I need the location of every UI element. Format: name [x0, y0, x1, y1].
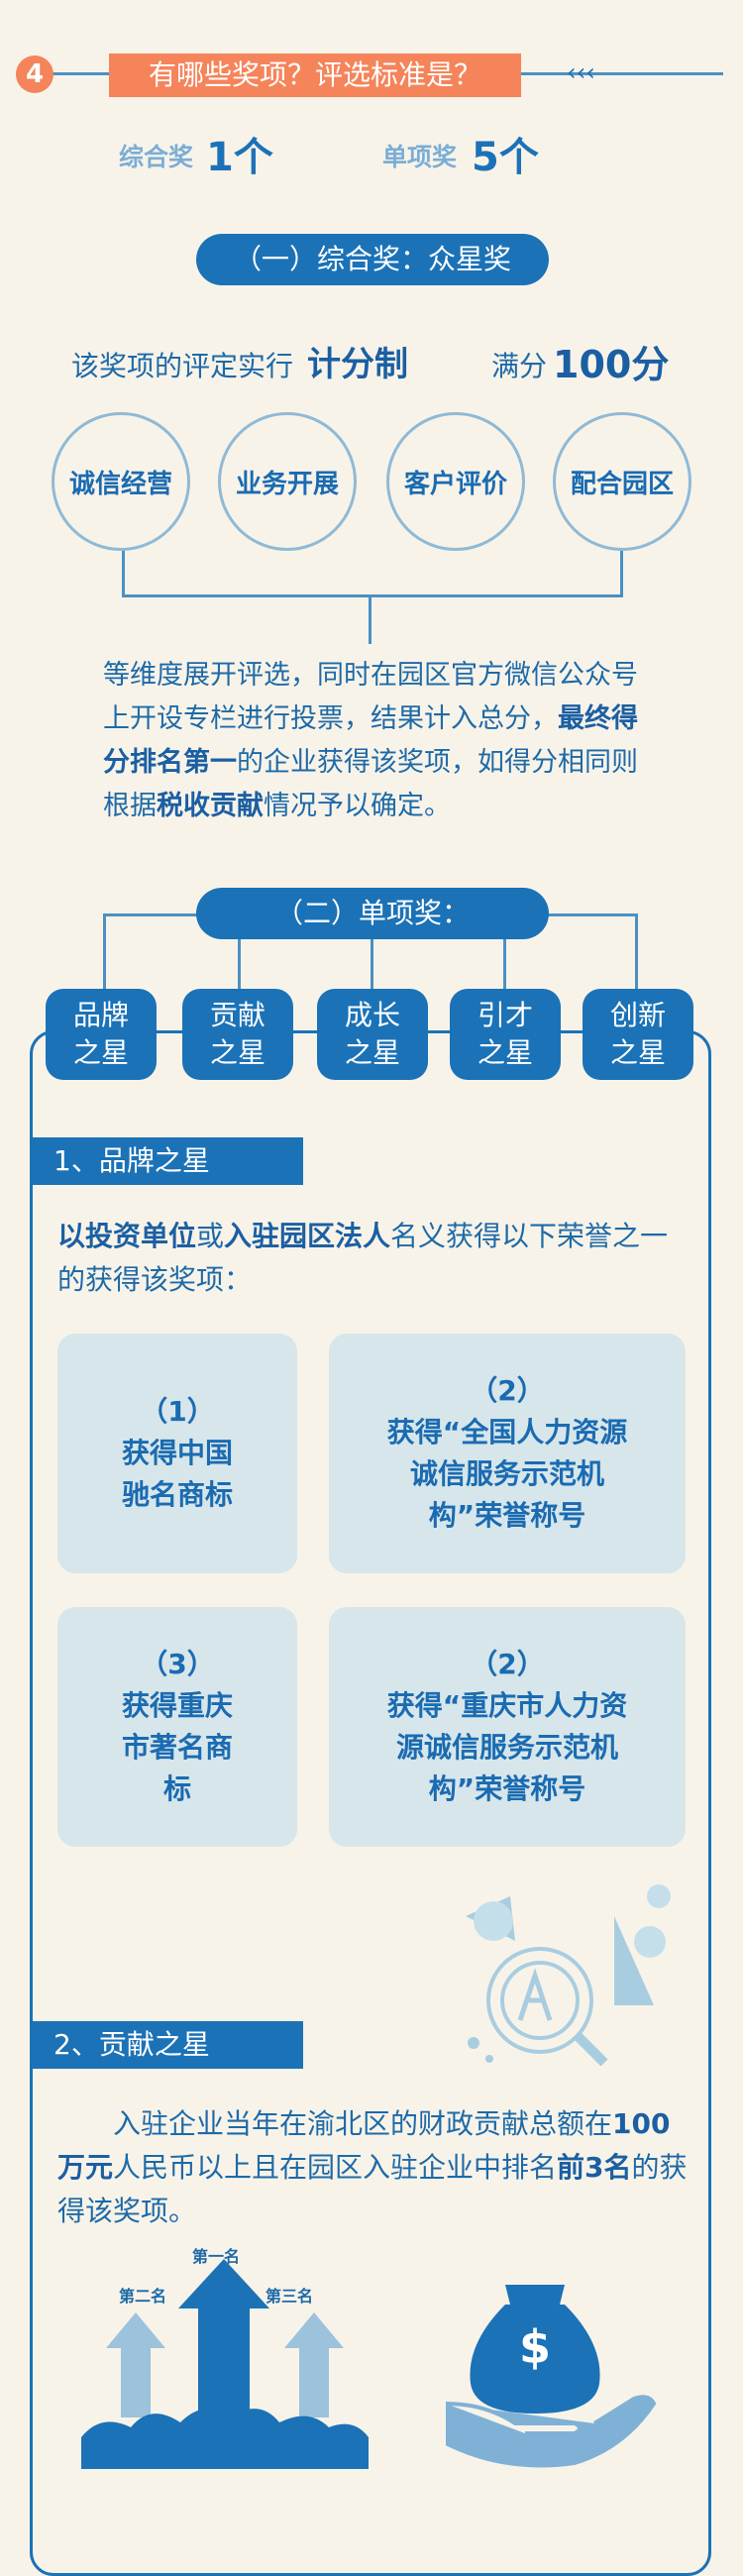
rank-third-label: 第三名: [265, 2287, 314, 2306]
tree-left-drop: [103, 913, 106, 991]
section-title: 有哪些奖项？评选标准是？: [109, 54, 521, 97]
criterion-label: 业务开展: [235, 469, 339, 499]
criterion-label: 客户评价: [403, 469, 507, 499]
full-score-value: 100分: [553, 343, 670, 386]
tree-drop-2: [238, 931, 241, 991]
comprehensive-award-title: （一）综合奖：众星奖: [196, 234, 549, 285]
rank-second-label: 第二名: [119, 2287, 167, 2306]
contribution-description: 入驻企业当年在渝北区的财政贡献总额在100万元人民币以上且在园区入驻企业中排名前…: [57, 2107, 688, 2227]
connector-left: [122, 551, 125, 596]
star-innovation: 创新之星: [583, 989, 693, 1080]
tree-right-drop: [635, 913, 638, 991]
header-arrows: ‹‹‹: [567, 58, 595, 86]
dollar-symbol: $: [518, 2320, 551, 2374]
contribution-star-tab: 2、贡献之星: [30, 2021, 303, 2069]
comprehensive-description: 等维度展开评选，同时在园区官方微信公众号上开设专栏进行投票，结果计入总分，最终得…: [103, 660, 638, 821]
criterion-business: 业务开展: [218, 412, 357, 551]
connector-center: [369, 594, 372, 644]
full-score-prefix: 满分: [491, 350, 548, 382]
scoring-method: 计分制: [307, 345, 408, 384]
brand-intro: 以投资单位或入驻园区法人名义获得以下荣誉之一的获得该奖项：: [57, 1220, 669, 1296]
brand-star-tab: 1、品牌之星: [30, 1137, 303, 1185]
connector-horizontal: [122, 594, 623, 597]
star-brand: 品牌之星: [46, 989, 157, 1080]
single-award-title: （二）单项奖：: [196, 888, 549, 939]
star-contribution: 贡献之星: [182, 989, 293, 1080]
comp-award-label: 综合奖: [119, 143, 194, 171]
connector-right: [620, 551, 623, 596]
honor-card-3: （3）获得重庆市著名商标: [57, 1607, 297, 1847]
star-growth: 成长之星: [317, 989, 428, 1080]
honor-card-2: （2）获得“全国人力资源诚信服务示范机构”荣誉称号: [329, 1334, 686, 1573]
section-number-badge: 4: [16, 55, 53, 93]
tree-drop-4: [503, 931, 506, 991]
criterion-integrity: 诚信经营: [52, 412, 190, 551]
criterion-label: 配合园区: [570, 469, 674, 499]
single-award-count: 5个: [472, 135, 539, 180]
money-bag-hand-icon: [446, 2285, 657, 2468]
criterion-label: 诚信经营: [68, 469, 172, 499]
honor-card-1: （1）获得中国驰名商标: [57, 1334, 297, 1573]
single-award-label: 单项奖: [382, 143, 458, 171]
criterion-customer: 客户评价: [386, 412, 525, 551]
honor-card-4: （2）获得“重庆市人力资源诚信服务示范机构”荣誉称号: [329, 1607, 686, 1847]
tree-drop-3: [371, 931, 373, 991]
rank-first-label: 第一名: [192, 2247, 241, 2266]
comp-award-count: 1个: [206, 135, 273, 180]
scoring-prefix: 该奖项的评定实行: [71, 350, 294, 382]
ranking-arrows-illustration: [81, 2259, 369, 2469]
star-talent: 引才之星: [450, 989, 561, 1080]
analytics-icon: [466, 1884, 671, 2067]
criterion-cooperation: 配合园区: [553, 412, 691, 551]
